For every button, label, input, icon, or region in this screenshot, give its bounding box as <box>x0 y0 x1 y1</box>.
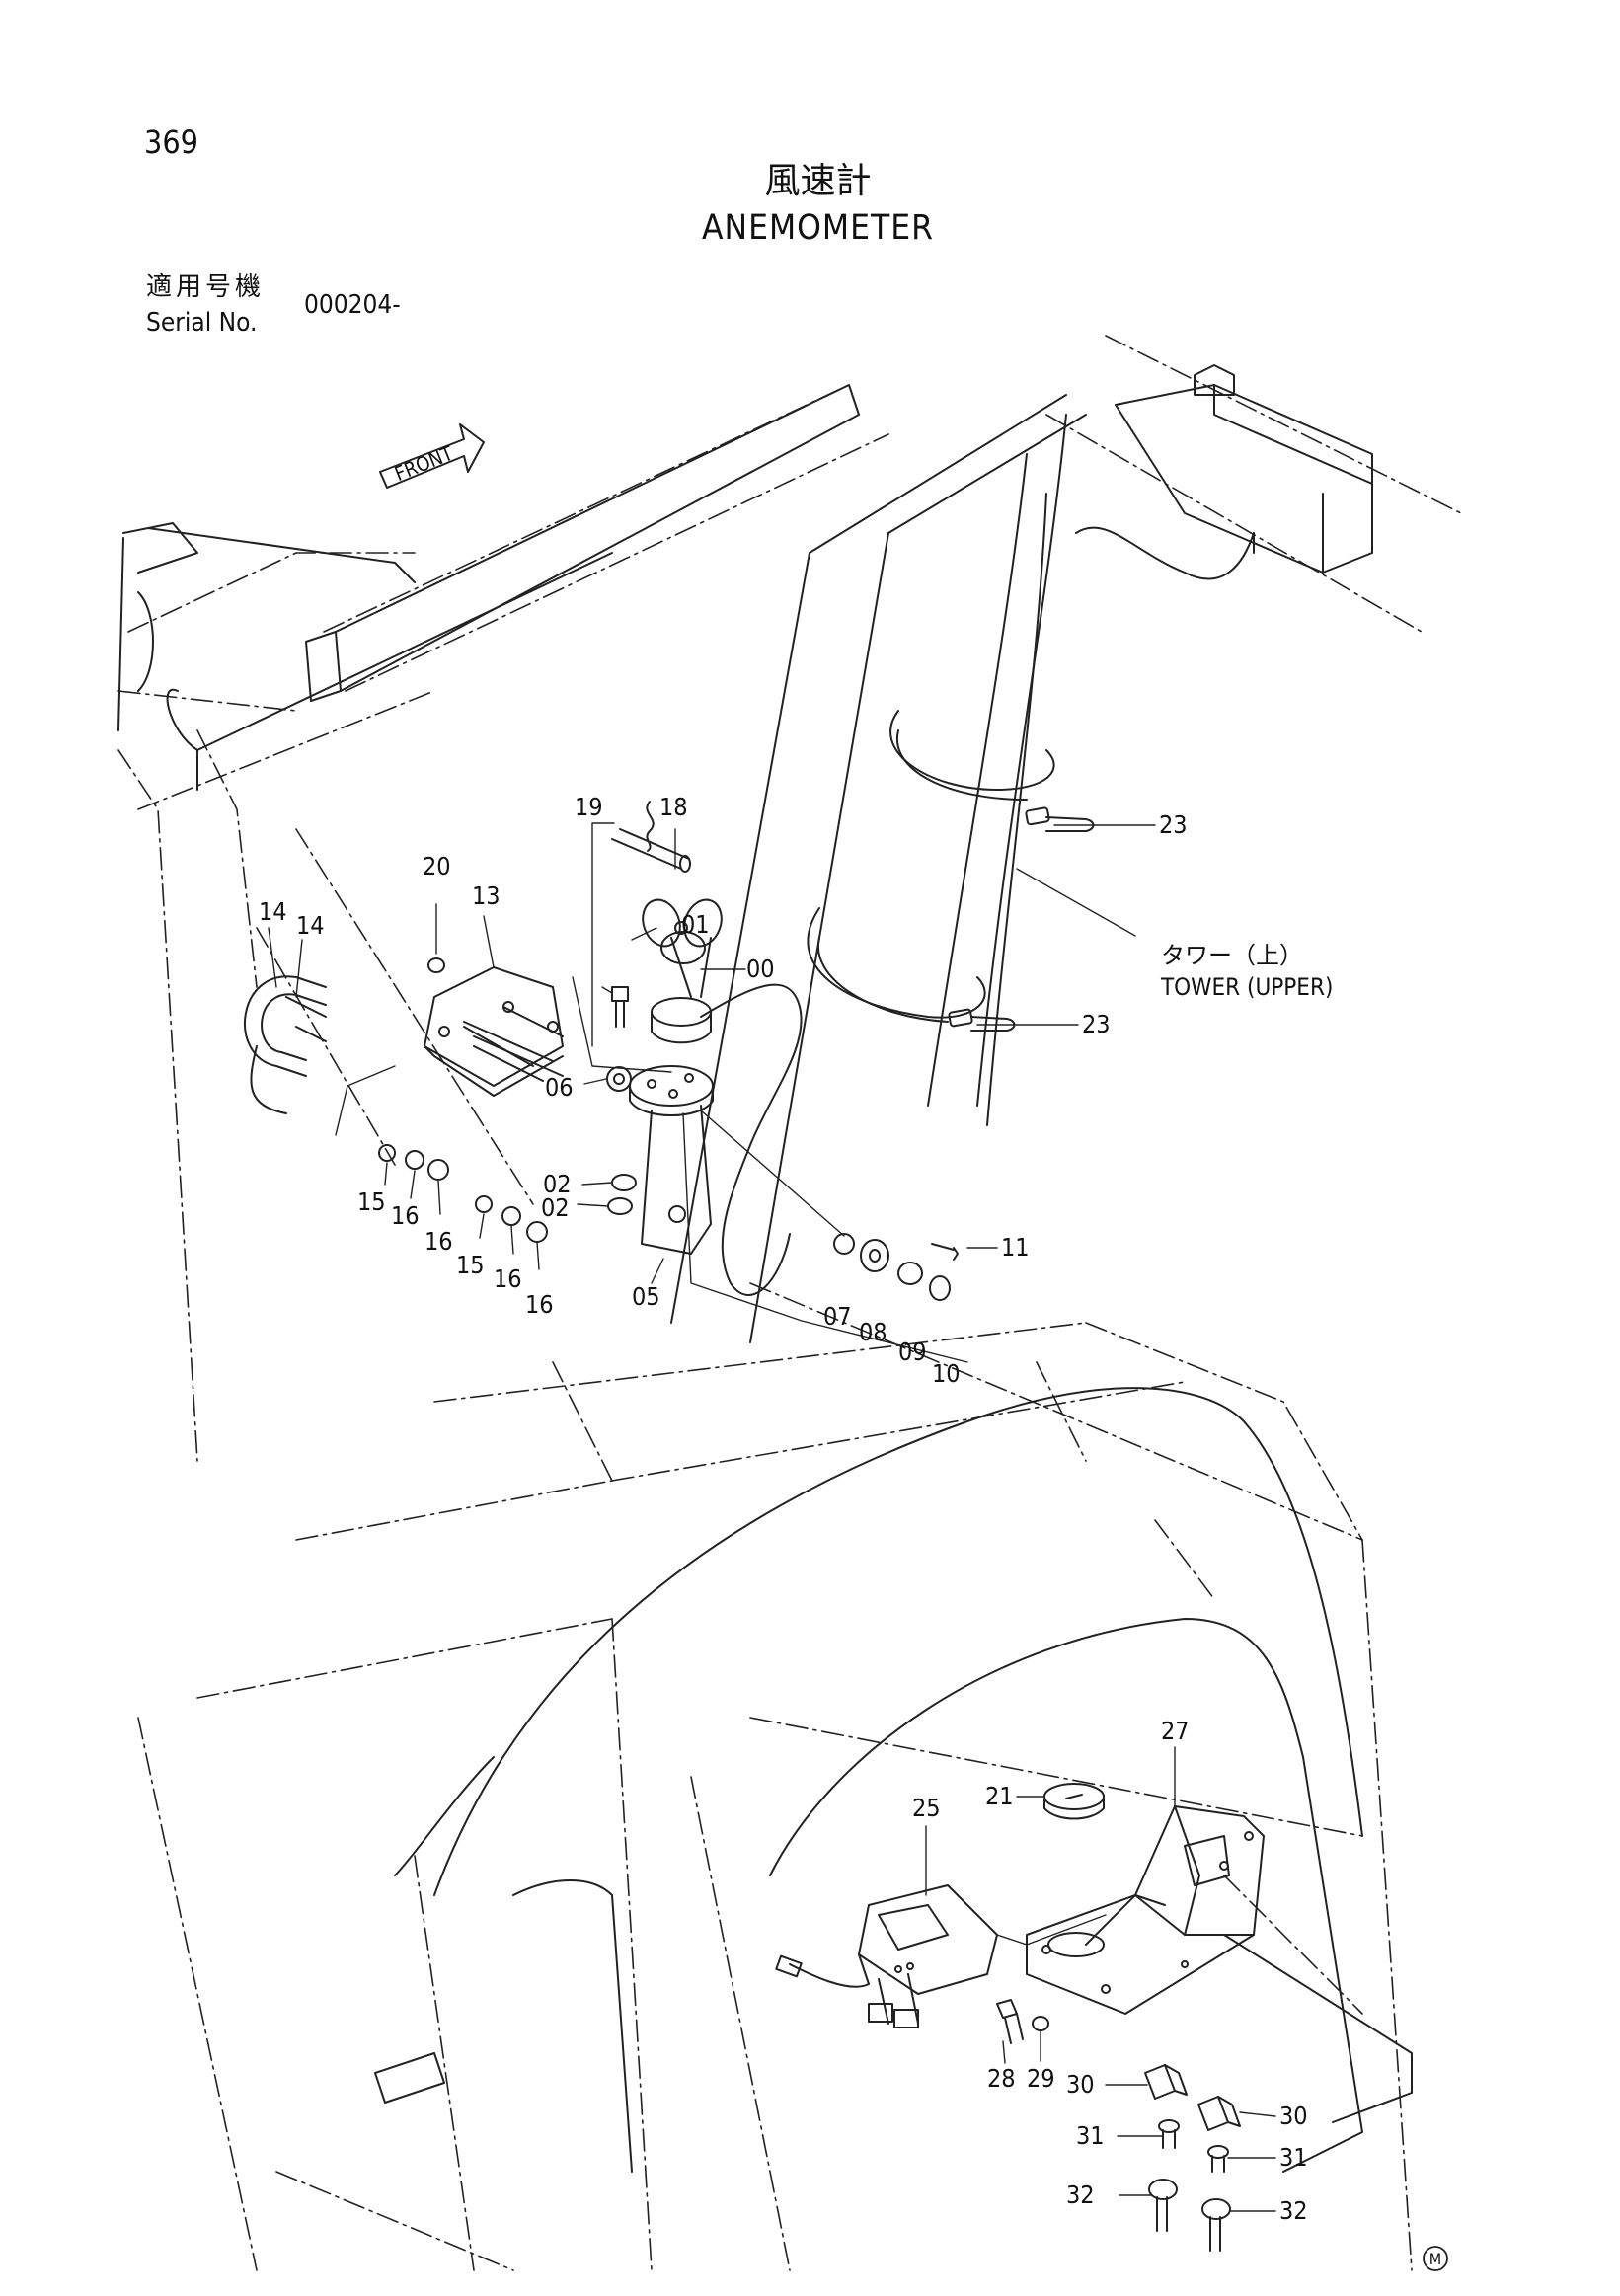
footer-mark: M <box>1423 2246 1448 2271</box>
footer-mark-letter: M <box>1429 2250 1441 2268</box>
callout-32: 32 <box>1066 2181 1095 2209</box>
mounting-bracket-05 <box>629 1065 714 1255</box>
anemometer-sensor <box>642 898 803 1296</box>
callout-16: 16 <box>424 1227 453 1256</box>
callout-32: 32 <box>1279 2196 1308 2225</box>
callout-02: 02 <box>541 1193 570 1222</box>
callout-29: 29 <box>1027 2064 1055 2093</box>
clip-30-left <box>1144 2064 1188 2100</box>
callout-14: 14 <box>296 911 325 940</box>
callout-labels: 00 01 02 02 05 06 07 08 09 10 11 13 14 1… <box>259 793 1308 2225</box>
callout-19: 19 <box>575 793 603 821</box>
tie-32-left <box>1148 2179 1178 2232</box>
callout-20: 20 <box>423 852 451 880</box>
leader-lines <box>268 822 1276 2212</box>
callout-25: 25 <box>912 1794 941 1822</box>
callout-15: 15 <box>357 1187 386 1216</box>
callout-13: 13 <box>472 881 501 910</box>
callout-11: 11 <box>1001 1233 1030 1262</box>
callout-16: 16 <box>494 1264 522 1293</box>
callout-23: 23 <box>1082 1010 1111 1038</box>
clip-30-right <box>1197 2096 1241 2131</box>
callout-05: 05 <box>632 1282 660 1311</box>
screw-28 <box>996 1999 1024 2044</box>
tower-label: TOWER (UPPER) <box>1160 973 1333 1001</box>
callout-30: 30 <box>1066 2070 1095 2099</box>
callout-01: 01 <box>681 910 710 939</box>
bracket-27 <box>1026 1805 1265 2015</box>
upper-right-box <box>1115 364 1373 574</box>
pin-18 <box>611 828 691 873</box>
callout-23: 23 <box>1159 810 1188 839</box>
callout-07: 07 <box>823 1302 852 1331</box>
display-unit-25 <box>775 1884 998 2028</box>
hardware-right <box>833 1233 959 1301</box>
callout-16: 16 <box>525 1290 554 1319</box>
callout-08: 08 <box>859 1318 887 1346</box>
u-bolt-14 <box>244 975 327 1114</box>
washer-29 <box>1032 2016 1049 2031</box>
bracket-13 <box>424 966 564 1097</box>
callout-00: 00 <box>746 955 775 983</box>
callout-02: 02 <box>543 1170 572 1198</box>
tower-label-jp: タワー（上） <box>1161 942 1303 969</box>
serial-label-jp: 適用号機 <box>146 272 266 302</box>
page-number: 369 <box>144 123 198 161</box>
serial-value: 000204- <box>304 290 401 320</box>
callout-21: 21 <box>985 1782 1014 1810</box>
machine-frame-phantom <box>117 335 1462 2271</box>
callout-15: 15 <box>456 1251 485 1279</box>
cap-21 <box>1043 1783 1105 1820</box>
serial-label: Serial No. <box>146 308 258 338</box>
screw-31-right <box>1207 2145 1229 2173</box>
callout-28: 28 <box>987 2064 1016 2093</box>
page-title: ANEMOMETER <box>702 208 934 248</box>
callout-31: 31 <box>1076 2121 1105 2150</box>
cable-tie-lower <box>807 907 1016 1032</box>
cab-outline <box>374 1387 1413 2173</box>
washers-nuts-left <box>378 957 632 1243</box>
page-title-jp: 風速計 <box>764 161 872 201</box>
callout-06: 06 <box>545 1073 574 1102</box>
callout-30: 30 <box>1279 2102 1308 2130</box>
nuts-02 <box>607 1174 637 1215</box>
frame-left <box>117 384 860 791</box>
callout-16: 16 <box>391 1201 420 1230</box>
tie-32-right <box>1201 2198 1231 2252</box>
callout-27: 27 <box>1161 1717 1190 1745</box>
callout-14: 14 <box>259 897 287 926</box>
front-arrow-icon <box>379 423 485 489</box>
cable-tie-upper <box>889 710 1095 832</box>
callout-10: 10 <box>932 1359 961 1388</box>
stud-bolts <box>463 1006 564 1077</box>
screw-31-left <box>1158 2119 1180 2149</box>
cotter-19 <box>646 801 655 852</box>
tower-upper <box>670 394 1255 1343</box>
bolt-01 <box>611 986 629 1028</box>
callout-09: 09 <box>898 1338 927 1366</box>
front-label: FRONT <box>391 440 457 486</box>
callout-31: 31 <box>1279 2143 1308 2172</box>
callout-18: 18 <box>659 793 688 821</box>
